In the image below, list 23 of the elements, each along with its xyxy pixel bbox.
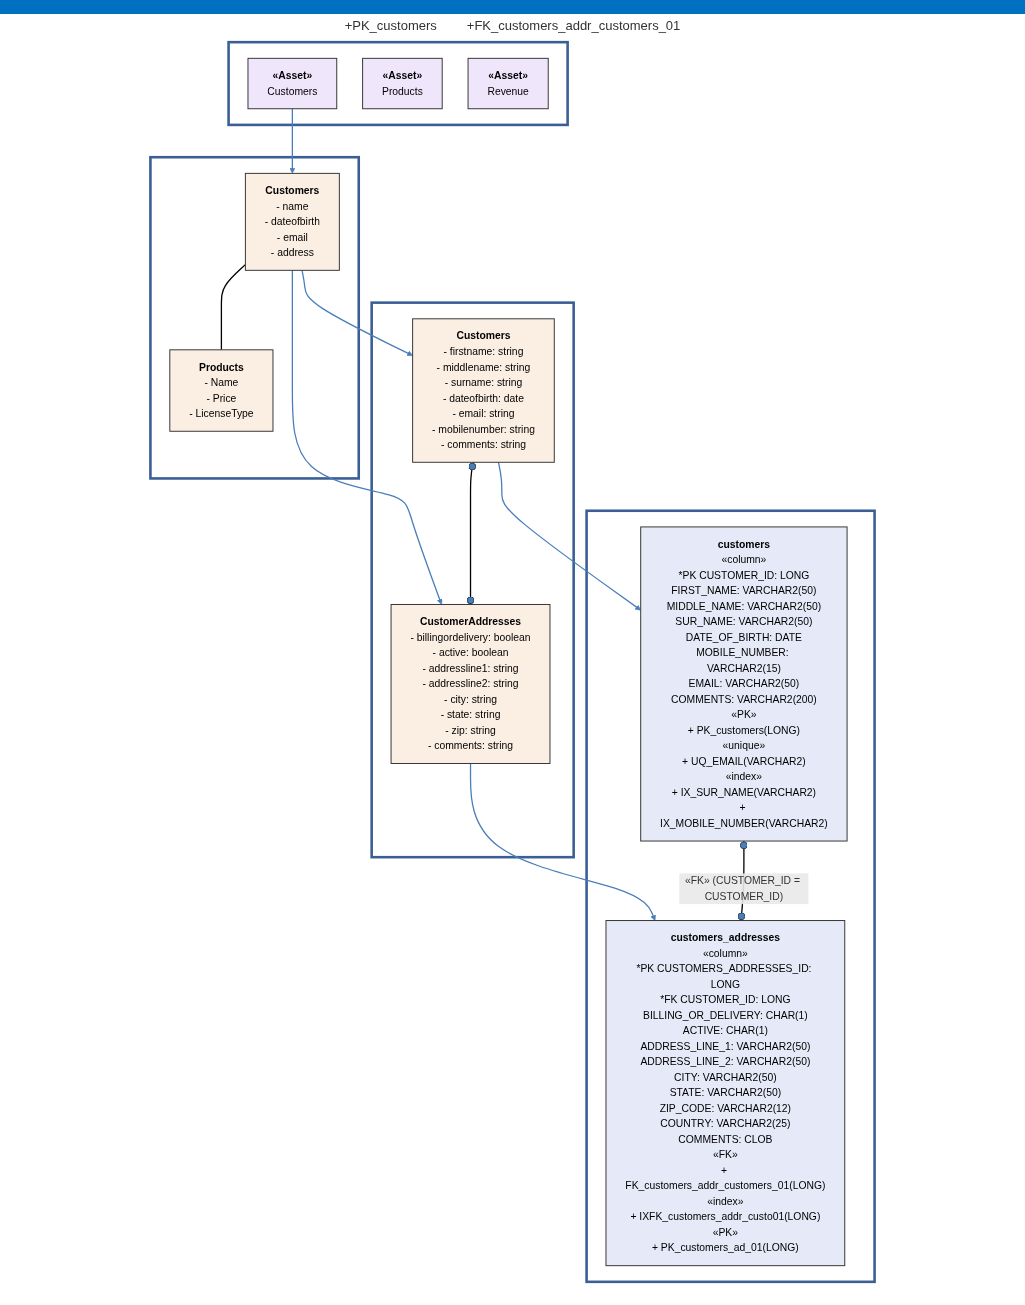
node-box: «Asset» Revenue [467, 57, 549, 110]
node-box: CustomerAddresses - billingordelivery: boolean - active: boolean - addressline1: string - addressline2: string - city: string - state: string - zip: string - comments: string [390, 604, 551, 764]
cluster [149, 155, 361, 480]
node-box: customers «column» *PK CUSTOMER_ID: LONG FIRST_NAME: VARCHAR2(50) MIDDLE_NAME: VARCHAR2(50) SUR_NAME: VARCHAR2(50) DATE_OF_BIRTH: DATE MOBILE_NUMBER: VARCHAR2(15) EMAIL: VARCHAR2(50) COMMENTS: VARCHAR2(200) «PK» + PK_customers(LONG) «unique» + UQ_EMAIL(VARCHAR2) «index» + IX_SUR_NAME(VARCHAR2) + IX_MOBILE_NUMBER(VARCHAR2) [640, 526, 848, 842]
cluster [585, 509, 876, 1284]
connector [220, 264, 247, 351]
node-box: Customers - name - dateofbirth - email - address [244, 172, 340, 271]
cluster [227, 40, 569, 127]
role-label: +PK_customers [344, 18, 437, 33]
cluster [370, 301, 575, 859]
connector [466, 461, 477, 606]
node-box: «Asset» Customers [247, 57, 338, 110]
role-label: +FK_customers_addr_customers_01 [466, 18, 681, 33]
edge-label: «FK» (CUSTOMER_ID = CUSTOMER_ID) [684, 875, 800, 902]
arrow [469, 762, 656, 921]
arrow [291, 269, 443, 605]
arrow [301, 269, 413, 356]
arrow [497, 461, 641, 611]
node-box: Products - Name - Price - LicenseType [169, 349, 274, 432]
arrow [289, 108, 296, 174]
node-box: «Asset» Products [362, 57, 443, 110]
node-box: customers_addresses «column» *PK CUSTOMERS_ADDRESSES_ID: LONG *FK CUSTOMER_ID: LONG BILLING_OR_DELIVERY: CHAR(1) ACTIVE: CHAR(1) ADDRESS_LINE_1: VARCHAR2(50) ADDRESS_LINE_2: VARCHAR2(50) CITY: VARCHAR2(50) STATE: VARCHAR2(50) ZIP_CODE: VARCHAR2(12) COUNTRY: VARCHAR2(25) COMMENTS: CLOB «FK» + FK_customers_addr_customers_01(LONG) «index» + IXFK_customers_addr_custo01(LONG) «PK» + PK_customers_ad_01(LONG) [605, 920, 846, 1267]
node-box: Customers - firstname: string - middlename: string - surname: string - dateofbirth: date - email: string - mobilenumber: string - comments: string [412, 318, 555, 463]
